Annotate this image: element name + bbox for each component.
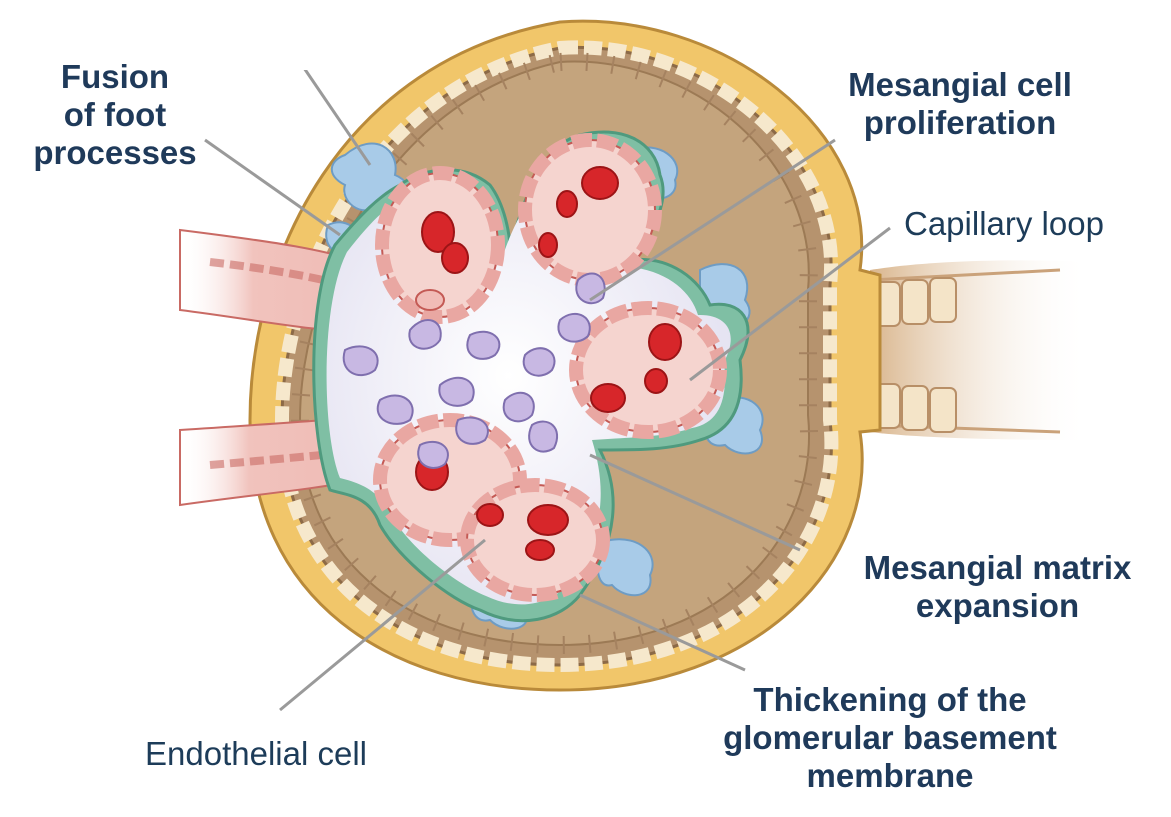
label-endothelial-cell: Endothelial cell xyxy=(145,735,425,773)
capillary-loop-3 xyxy=(576,308,720,432)
label-fusion-of-foot-processes: Fusion of foot processes xyxy=(20,58,210,172)
label-mesangial-matrix-expansion: Mesangial matrix expansion xyxy=(830,549,1165,625)
capillary-loop-2 xyxy=(525,140,655,280)
label-capillary-loop: Capillary loop xyxy=(904,205,1164,243)
label-thickening-gbm: Thickening of the glomerular basement me… xyxy=(680,681,1100,795)
capillary-loop-5 xyxy=(467,485,603,595)
capillary-loop-1 xyxy=(382,173,498,317)
label-mesangial-cell-proliferation: Mesangial cell proliferation xyxy=(800,66,1120,142)
